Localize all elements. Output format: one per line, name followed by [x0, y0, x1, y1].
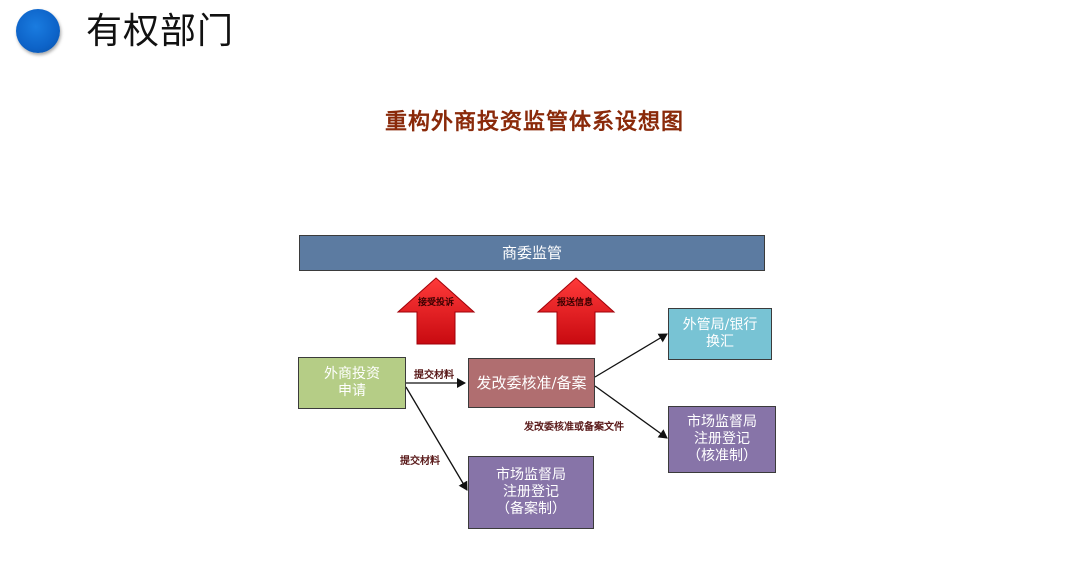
bullet-dot-icon — [16, 9, 60, 53]
diagram-title: 重构外商投资监管体系设想图 — [384, 110, 684, 135]
accept-investment-label: 接受投诉 — [418, 298, 455, 308]
node-mofcom-supervision: 商委监管 — [299, 235, 765, 271]
node-samr-registration-filing: 市场监督局 注册登记 （备案制） — [468, 456, 594, 529]
node-foreign-investment-application: 外商投资 申请 — [298, 357, 406, 409]
node-safe-bank-exchange: 外管局/银行 换汇 — [668, 308, 772, 360]
edge-label-submit-materials-ndrc: 提交材料 — [414, 370, 454, 381]
edge-ndrc-safe — [594, 333, 668, 378]
edge-label-submit-materials-samr: 提交材料 — [400, 456, 440, 467]
report-info-label: 报送信息 — [557, 298, 594, 308]
slide-title: 有权部门 — [86, 11, 235, 52]
node-samr-registration-approval: 市场监督局 注册登记 （核准制） — [668, 406, 776, 473]
up-arrow-accept — [396, 277, 476, 345]
edge-ndrc-samr-approval — [594, 385, 668, 439]
up-arrow-report — [536, 277, 616, 345]
edge-label-ndrc-file: 发改委核准或备案文件 — [524, 422, 624, 433]
node-ndrc-approval: 发改委核准/备案 — [468, 358, 595, 408]
edge-apply-samr-filing — [405, 386, 468, 491]
